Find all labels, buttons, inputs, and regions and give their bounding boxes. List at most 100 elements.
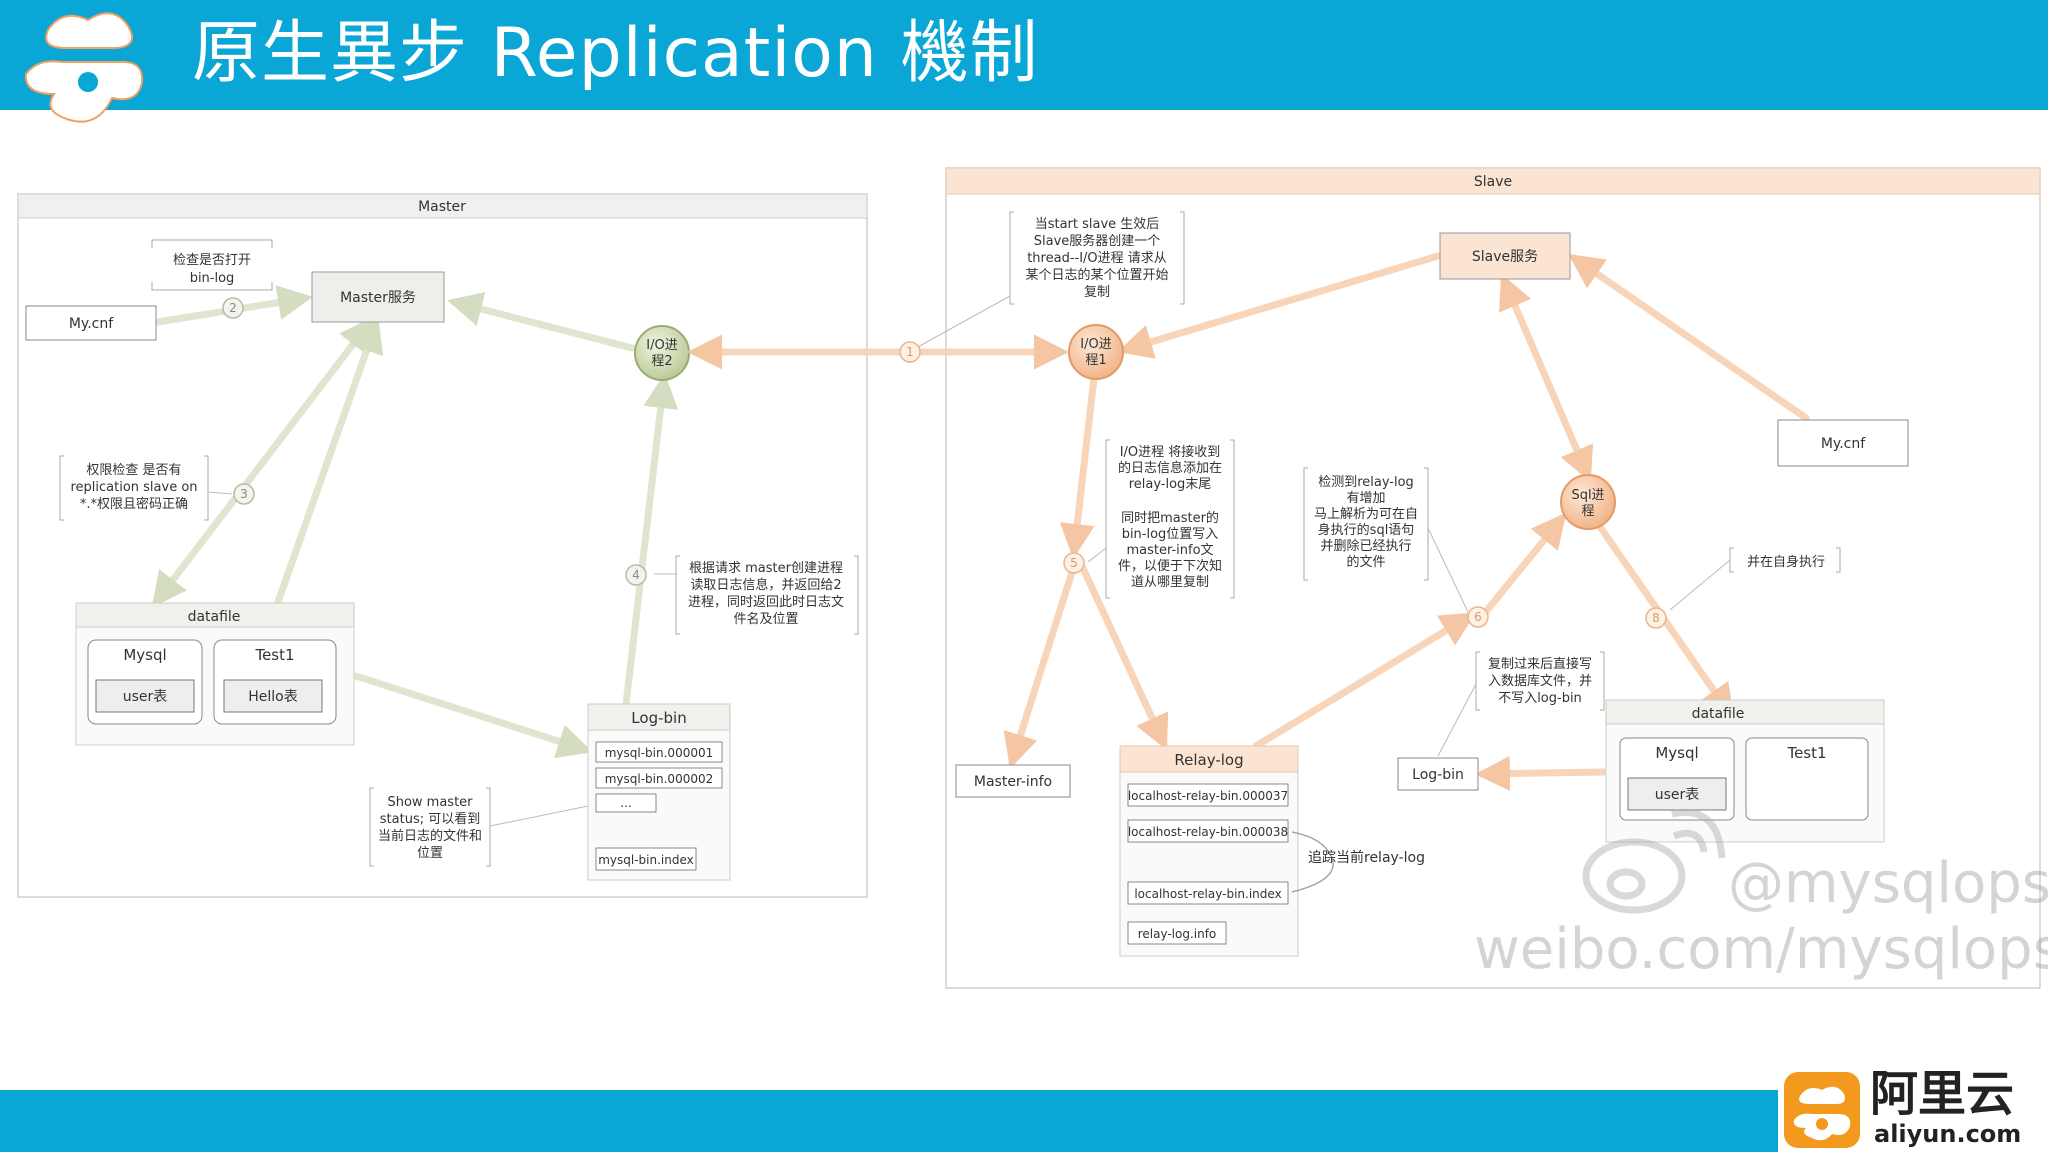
note-status-line2: status; 可以看到	[380, 811, 480, 827]
step-6: 6	[1474, 610, 1482, 624]
master-user-table	[95, 679, 195, 713]
master-logbin-index: mysql-bin.index	[598, 853, 694, 867]
arrow-datafile-to-logbin	[352, 672, 593, 759]
note-start-line1: 当start slave 生效后	[1035, 217, 1160, 232]
master-logbin-file-1: mysql-bin.000001	[605, 746, 714, 760]
note-start-line3: thread--I/O进程 请求从	[1027, 251, 1167, 266]
step-2: 2	[229, 301, 237, 315]
io-thread-2-line1: I/O进	[646, 338, 677, 353]
note-request-line3: 进程，同时返回此时日志文	[688, 595, 844, 610]
step-1: 1	[906, 345, 914, 359]
slave-panel-title: Slave	[1474, 174, 1512, 190]
arrow-to-masterinfo	[1003, 562, 1078, 769]
step-8: 8	[1652, 611, 1660, 625]
aliyun-cloud-logo	[24, 12, 144, 123]
slave-db-test1-label: Test1	[1786, 744, 1826, 762]
relay-info: relay-log.info	[1138, 927, 1217, 941]
master-mycnf-label: My.cnf	[69, 316, 114, 332]
footer-bar	[0, 1090, 2048, 1152]
note-status-line4: 位置	[417, 846, 443, 861]
io-thread-1-line1: I/O进	[1080, 337, 1111, 352]
master-db-test1-label: Test1	[254, 646, 294, 664]
slave-service-box	[1439, 232, 1571, 280]
note-io-line5: 同时把master的	[1121, 510, 1219, 526]
note-request-line2: 读取日志信息，并返回给2	[690, 577, 841, 593]
note-track: 追踪当前relay-log	[1308, 849, 1425, 866]
step-3: 3	[240, 487, 248, 501]
aliyun-brand: 阿里云 aliyun.com	[1778, 1066, 2048, 1152]
slave-mycnf-box	[1777, 419, 1909, 467]
note-copy-line3: 不写入log-bin	[1498, 691, 1582, 706]
note-start-line2: Slave服务器创建一个	[1034, 233, 1161, 249]
note-exec: 并在自身执行	[1747, 554, 1825, 570]
master-panel: Master My.cnf Master服务 I/O进 程2 检查是否打开 bi…	[17, 193, 868, 898]
aliyun-orange-logo	[1784, 1072, 1860, 1148]
master-info-label: Master-info	[974, 774, 1052, 790]
arrow-io1-down	[1059, 374, 1098, 559]
sql-thread	[1560, 474, 1616, 530]
note-io-line8: 件，以便于下次知	[1118, 558, 1222, 574]
master-hello-table	[223, 679, 323, 713]
note-status-line3: 当前日志的文件和	[378, 828, 482, 844]
arrow-to-relaylog	[1078, 562, 1169, 751]
arrow-mycnf-to-slaveservice	[1568, 254, 1810, 422]
weibo-watermark-icon	[1582, 809, 1726, 914]
slave-datafile-title: datafile	[1692, 706, 1745, 722]
arrow-service-to-mysql	[151, 316, 375, 608]
master-info-box	[955, 764, 1071, 798]
note-io-line1: I/O进程 将接收到	[1120, 444, 1221, 460]
slave-db-test1	[1745, 737, 1869, 821]
note-priv-line2: replication slave on	[70, 480, 197, 495]
master-service-label: Master服务	[340, 290, 416, 306]
master-hello-table-label: Hello表	[248, 689, 298, 705]
slave-logbin-label: Log-bin	[1412, 767, 1464, 783]
note-io-line3: relay-log末尾	[1129, 477, 1212, 492]
note-sql-line6: 的文件	[1346, 554, 1385, 570]
master-logbin-file-3: ...	[620, 796, 631, 810]
io-thread-2	[634, 325, 690, 381]
note-sql-line5: 并删除已经执行	[1320, 539, 1411, 554]
note-request-line4: 件名及位置	[733, 611, 798, 627]
note-io-line2: 的日志信息添加在	[1118, 460, 1222, 476]
master-service-box	[311, 271, 445, 323]
note-request-line1: 根据请求 master创建进程	[689, 561, 843, 576]
note-start-line5: 复制	[1084, 285, 1110, 300]
arrow-slaveservice-to-sql	[1498, 273, 1594, 483]
note-sql-line1: 检测到relay-log	[1318, 475, 1414, 490]
note-start-line4: 某个日志的某个位置开始	[1025, 267, 1168, 283]
io-link: 1	[687, 334, 1069, 370]
watermark-url: weibo.com/mysqlops	[1474, 917, 2048, 982]
watermark-handle: @mysqlops	[1728, 851, 2048, 916]
relay-log-title: Relay-log	[1174, 751, 1243, 769]
slave-mycnf-label: My.cnf	[1821, 436, 1866, 452]
master-user-table-label: user表	[123, 689, 168, 705]
sql-thread-line2: 程	[1581, 504, 1594, 519]
step-5: 5	[1070, 556, 1078, 570]
header-bar: 原生異步 Replication 機制	[0, 0, 2048, 123]
step-4: 4	[632, 568, 640, 582]
master-db-mysql-label: Mysql	[123, 646, 166, 664]
note-binlog-line1: 检查是否打开	[173, 253, 251, 268]
arrow-service-to-test1	[274, 317, 384, 606]
master-logbin-file-2: mysql-bin.000002	[605, 772, 714, 786]
note-io-line7: master-info文	[1126, 543, 1213, 558]
master-datafile-title: datafile	[188, 609, 241, 625]
note-copy-line2: 入数据库文件，并	[1488, 673, 1592, 689]
relay-index: localhost-relay-bin.index	[1134, 887, 1281, 901]
slave-panel: Slave Slave服务 I/O进 程1 Sql进 程 My.cnf	[915, 167, 2041, 989]
note-copy-line1: 复制过来后直接写	[1488, 656, 1592, 672]
brand-name-en: aliyun.com	[1874, 1120, 2022, 1148]
note-binlog	[151, 239, 273, 291]
arrow-datafile-to-logbin	[1475, 756, 1608, 792]
io-thread-1	[1068, 324, 1124, 380]
relay-file-1: localhost-relay-bin.000037	[1128, 789, 1288, 803]
page-title: 原生異步 Replication 機制	[192, 14, 1039, 93]
note-status-line1: Show master	[387, 795, 473, 810]
arrow-service-to-io2	[447, 292, 636, 352]
note-io-line9: 道从哪里复制	[1131, 575, 1209, 590]
slave-logbin-box	[1397, 757, 1479, 791]
note-sql-line4: 身执行的sql语句	[1318, 522, 1415, 538]
slave-db-mysql-label: Mysql	[1655, 744, 1698, 762]
arrow-relay-to-sql	[1252, 612, 1476, 750]
